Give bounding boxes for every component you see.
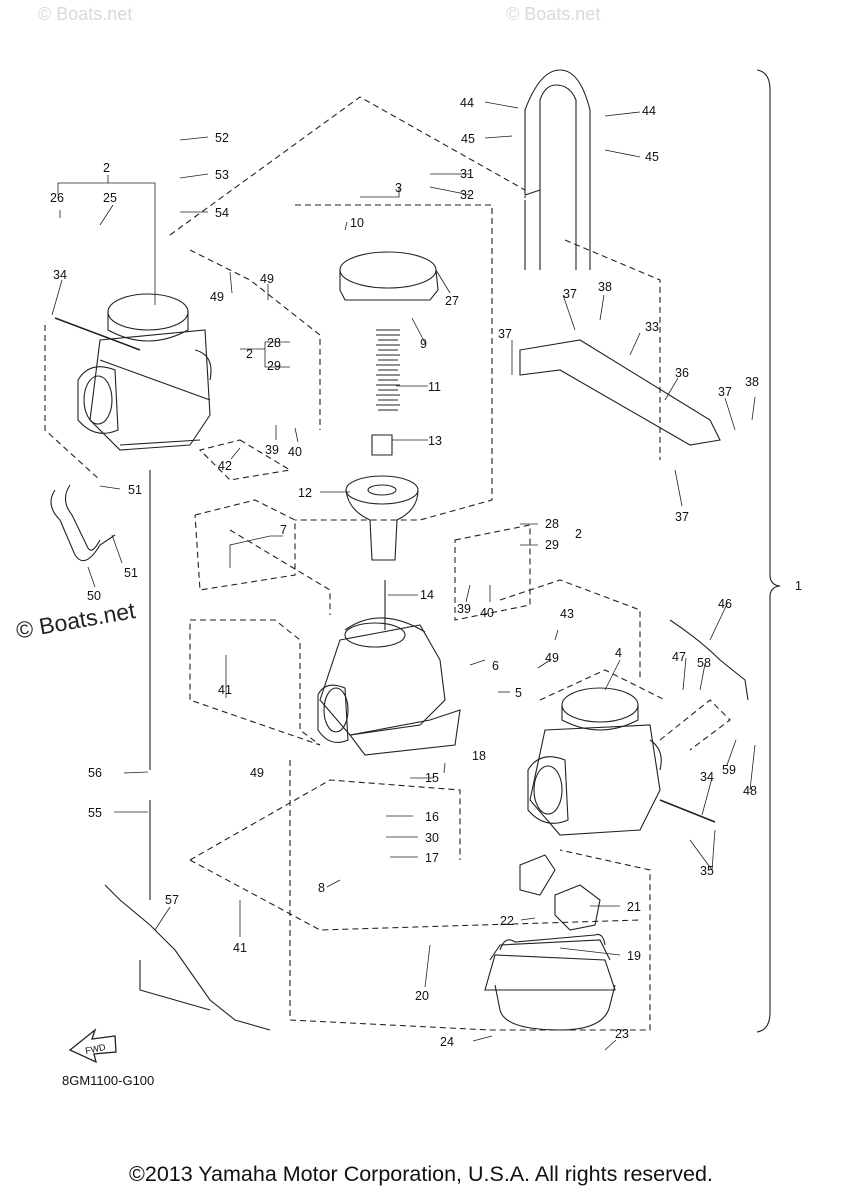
callout-29: 29 (267, 359, 281, 373)
callout-45: 45 (461, 132, 475, 146)
callout-45: 45 (645, 150, 659, 164)
copyright-footer: ©2013 Yamaha Motor Corporation, U.S.A. A… (129, 1162, 713, 1186)
callout-16: 16 (425, 810, 439, 824)
callout-55: 55 (88, 806, 102, 820)
callout-8: 8 (318, 881, 325, 895)
callout-18: 18 (472, 749, 486, 763)
callout-37: 37 (718, 385, 732, 399)
callout-49: 49 (260, 272, 274, 286)
callout-30: 30 (425, 831, 439, 845)
callout-14: 14 (420, 588, 434, 602)
callout-4: 4 (615, 646, 622, 660)
callout-41: 41 (233, 941, 247, 955)
callout-57: 57 (165, 893, 179, 907)
callout-43: 43 (560, 607, 574, 621)
callout-49: 49 (545, 651, 559, 665)
callout-27: 27 (445, 294, 459, 308)
callout-36: 36 (675, 366, 689, 380)
callout-3: 3 (395, 181, 402, 195)
callout-37: 37 (498, 327, 512, 341)
callout-20: 20 (415, 989, 429, 1003)
callout-49: 49 (210, 290, 224, 304)
callout-5: 5 (515, 686, 522, 700)
callout-25: 25 (103, 191, 117, 205)
callout-21: 21 (627, 900, 641, 914)
callout-24: 24 (440, 1035, 454, 1049)
callout-34: 34 (53, 268, 67, 282)
callout-28: 28 (545, 517, 559, 531)
watermark-top-right: © Boats.net (506, 4, 601, 24)
callout-23: 23 (615, 1027, 629, 1041)
callout-32: 32 (460, 188, 474, 202)
callout-44: 44 (642, 104, 656, 118)
callout-35: 35 (700, 864, 714, 878)
callout-15: 15 (425, 771, 439, 785)
callout-38: 38 (745, 375, 759, 389)
callout-49: 49 (250, 766, 264, 780)
callout-50: 50 (87, 589, 101, 603)
callout-56: 56 (88, 766, 102, 780)
callout-47: 47 (672, 650, 686, 664)
callout-42: 42 (218, 459, 232, 473)
callout-44: 44 (460, 96, 474, 110)
callout-31: 31 (460, 167, 474, 181)
boundary-group-3 (295, 204, 493, 521)
callout-17: 17 (425, 851, 439, 865)
callout-13: 13 (428, 434, 442, 448)
callout-1: 1 (795, 579, 802, 593)
callout-2: 2 (246, 347, 253, 361)
callout-2: 2 (575, 527, 582, 541)
callout-38: 38 (598, 280, 612, 294)
diagram-code: 8GM1100-G100 (62, 1073, 155, 1088)
callout-26: 26 (50, 191, 64, 205)
assembly-bracket (756, 69, 781, 1033)
callout-58: 58 (697, 656, 711, 670)
callout-39: 39 (457, 602, 471, 616)
callout-52: 52 (215, 131, 229, 145)
callout-7: 7 (280, 523, 287, 537)
callout-54: 54 (215, 206, 229, 220)
callout-40: 40 (288, 445, 302, 459)
callout-29: 29 (545, 538, 559, 552)
callout-46: 46 (718, 597, 732, 611)
callout-33: 33 (645, 320, 659, 334)
callout-41: 41 (218, 683, 232, 697)
callout-9: 9 (420, 337, 427, 351)
callout-12: 12 (298, 486, 312, 500)
callout-40: 40 (480, 606, 494, 620)
callout-39: 39 (265, 443, 279, 457)
callout-51: 51 (128, 483, 142, 497)
callout-19: 19 (627, 949, 641, 963)
watermark-top-left: © Boats.net (38, 4, 133, 24)
callout-37: 37 (563, 287, 577, 301)
callout-2: 2 (103, 161, 110, 175)
callout-22: 22 (500, 914, 514, 928)
callout-11: 11 (428, 380, 441, 394)
callout-28: 28 (267, 336, 281, 350)
callout-10: 10 (350, 216, 364, 230)
callout-59: 59 (722, 763, 736, 777)
fwd-label: FWD (84, 1042, 107, 1056)
callout-37: 37 (675, 510, 689, 524)
callout-34: 34 (700, 770, 714, 784)
callout-48: 48 (743, 784, 757, 798)
callout-51: 51 (124, 566, 138, 580)
callout-6: 6 (492, 659, 499, 673)
callout-53: 53 (215, 168, 229, 182)
